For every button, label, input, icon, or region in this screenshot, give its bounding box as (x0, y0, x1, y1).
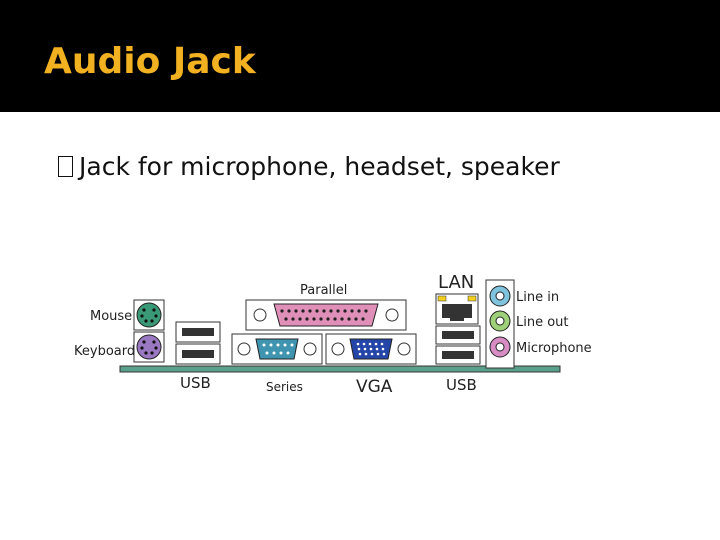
parallel-port (273, 303, 379, 327)
bullet-text: Jack for microphone, headset, speaker (79, 152, 560, 181)
io-panel-svg: Mouse Keyboard USB Parallel (74, 272, 592, 397)
vga-screw-right (397, 342, 411, 356)
label-mouse: Mouse (90, 309, 132, 324)
label-vga: VGA (356, 377, 393, 397)
label-parallel: Parallel (300, 283, 347, 298)
line-in-jack-hole (495, 291, 505, 301)
vga-screw-left (331, 342, 345, 356)
label-line-in: Line in (516, 290, 559, 305)
label-usb-left: USB (180, 374, 211, 392)
bullet-box-icon (58, 156, 73, 177)
serial-port (255, 338, 299, 360)
parallel-screw-left (253, 308, 267, 322)
keyboard-port-pins (140, 340, 158, 355)
bullet-point: Jack for microphone, headset, speaker (58, 150, 560, 184)
serial-screw-right (303, 342, 317, 356)
usb-port-left-1-slot (182, 328, 214, 336)
microphone-jack-hole (495, 342, 505, 352)
board-edge (119, 365, 561, 373)
lan-port (442, 304, 472, 321)
label-keyboard: Keyboard (74, 344, 135, 359)
mouse-port-pins (140, 308, 158, 323)
parallel-screw-right (385, 308, 399, 322)
usb-port-right-2-slot (442, 351, 474, 359)
label-series: Series (266, 380, 303, 394)
vga-port-pins (356, 342, 386, 356)
io-panel-diagram: Mouse Keyboard USB Parallel (60, 260, 600, 400)
label-usb-right: USB (446, 376, 477, 394)
slide-title: Audio Jack (44, 41, 256, 82)
line-out-jack-hole (495, 316, 505, 326)
lan-led-right (467, 295, 477, 302)
label-microphone: Microphone (516, 341, 592, 356)
keyboard-port (136, 334, 162, 360)
lan-led-left (437, 295, 447, 302)
usb-port-right-1-slot (442, 331, 474, 339)
usb-port-left-2-slot (182, 350, 214, 358)
parallel-port-pins (280, 309, 368, 321)
label-lan: LAN (438, 272, 474, 293)
title-bar: Audio Jack (0, 0, 720, 112)
serial-port-pins (262, 343, 294, 355)
label-line-out: Line out (516, 315, 569, 330)
serial-screw-left (237, 342, 251, 356)
mouse-port (136, 302, 162, 328)
